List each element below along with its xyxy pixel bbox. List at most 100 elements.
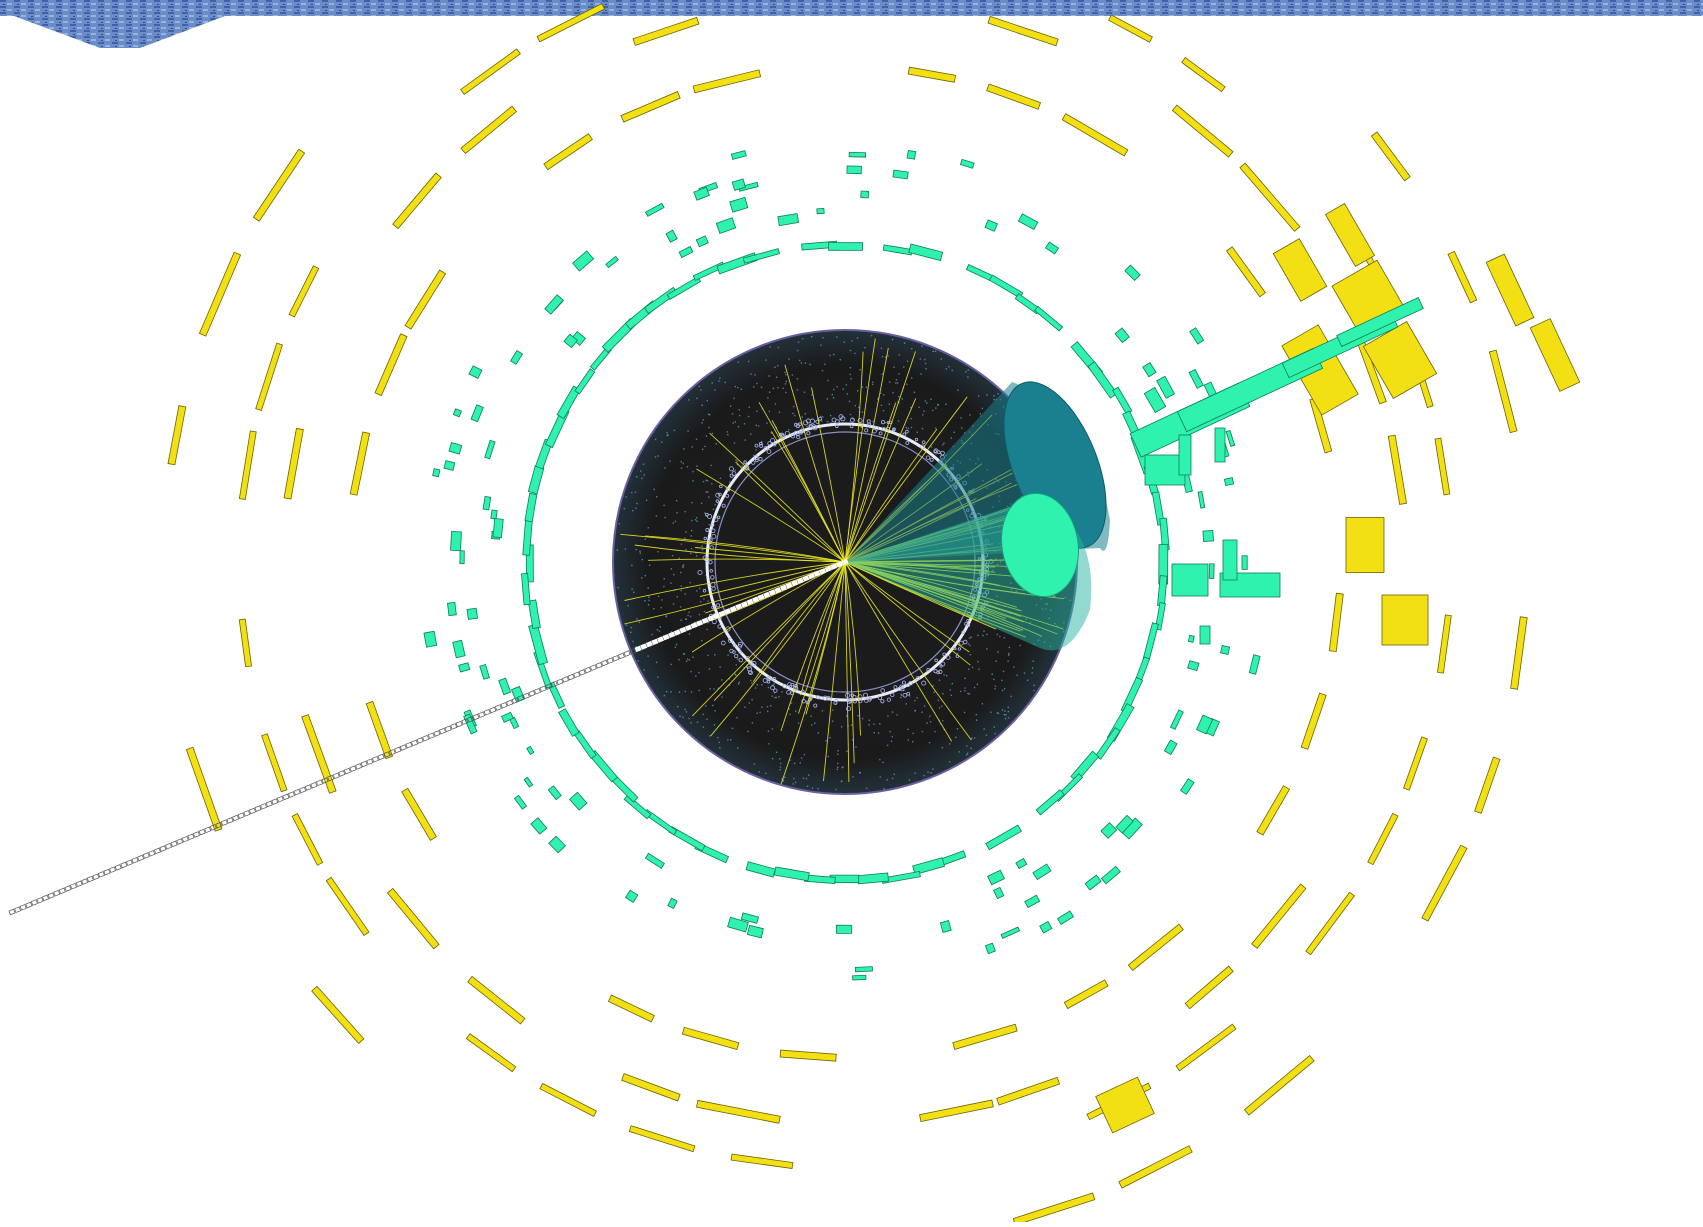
muon-chamber	[1510, 616, 1528, 690]
met-segment	[399, 744, 407, 751]
muon-chamber	[404, 269, 447, 330]
tracker-hit	[854, 405, 856, 407]
tracker-hit	[780, 762, 782, 765]
tracker-hit	[680, 619, 682, 621]
pixel-cluster	[703, 536, 707, 541]
calo-tower	[1336, 297, 1424, 347]
hcal-cell	[423, 630, 438, 648]
tracker-hit	[690, 722, 692, 724]
tracker-hit	[784, 776, 786, 778]
tracker-hit	[688, 717, 690, 720]
tracker-hit	[695, 438, 698, 440]
tracker-hit	[788, 429, 790, 431]
calo-cell	[1087, 361, 1118, 399]
pixel-cluster	[794, 430, 799, 435]
tracker-hit	[782, 779, 785, 781]
pixel-cluster	[940, 450, 945, 456]
met-segment	[668, 631, 676, 639]
tracker-hit	[886, 744, 889, 746]
tracker-hit	[703, 610, 706, 613]
muon-chamber	[996, 1076, 1061, 1106]
tracker-hit	[883, 394, 885, 396]
muon-chamber	[252, 148, 306, 222]
tracker-hit	[968, 637, 971, 639]
tracker-hit	[696, 517, 698, 519]
tracker-hit	[654, 456, 657, 458]
muon-energy-block	[1324, 202, 1376, 268]
muon-chamber	[1239, 162, 1301, 232]
tracker-hit	[921, 730, 924, 733]
tracker-hit	[914, 709, 916, 712]
tracker-hit	[897, 400, 899, 403]
tracker-hit	[921, 427, 924, 430]
hcal-cell	[852, 974, 867, 981]
muon-chamber	[238, 430, 257, 500]
tracker-hit	[684, 510, 686, 513]
tracker-hit	[658, 630, 661, 632]
tracker-hit	[753, 454, 755, 457]
calo-cell	[965, 264, 993, 282]
tracker-hit	[1007, 710, 1010, 713]
met-segment	[573, 671, 581, 679]
pixel-cluster	[738, 650, 742, 654]
met-segment	[371, 756, 379, 763]
hcal-cell	[443, 460, 456, 471]
tracker-hit	[680, 461, 682, 463]
met-segment	[315, 779, 324, 787]
tracker-hit	[694, 519, 697, 521]
met-segment	[97, 871, 105, 878]
met-segment	[533, 687, 542, 695]
tracker-hit	[706, 399, 708, 402]
tracker-hit	[955, 736, 957, 738]
tracker-hit	[690, 535, 692, 537]
tracker-hit	[997, 651, 999, 653]
pixel-cluster	[732, 650, 736, 654]
tracker-hit	[761, 684, 763, 686]
muon-chamber	[1225, 246, 1267, 298]
tracker-hit	[986, 633, 988, 636]
pixel-cluster	[826, 695, 831, 701]
tracker-hit	[845, 384, 848, 386]
tracker-hit	[680, 589, 682, 592]
pixel-cluster	[957, 647, 962, 651]
tracker-hit	[868, 724, 870, 726]
tracker-hit	[630, 626, 633, 629]
tracker-hit	[689, 581, 691, 584]
tracker-hit	[707, 600, 709, 602]
tracker-hit	[843, 341, 845, 343]
tracker-hit	[960, 417, 962, 419]
tracker-hit	[833, 388, 835, 391]
tracker-hit	[666, 432, 668, 434]
tracker-hit	[719, 747, 721, 749]
tracker-hit	[898, 396, 900, 398]
hcal-cell	[1187, 634, 1195, 643]
tracker-hit	[736, 658, 739, 660]
tracker-hit	[754, 374, 756, 376]
hcal-cell	[450, 531, 462, 552]
tracker-hit	[956, 728, 959, 730]
tracker-hit	[700, 601, 702, 603]
tracker-hit	[977, 661, 979, 663]
met-segment	[433, 730, 441, 737]
tracker-hit	[848, 400, 851, 403]
tracker-hit	[870, 334, 873, 337]
muon-chamber	[288, 265, 320, 318]
tracker-hit	[913, 391, 916, 393]
tracker-hit	[963, 711, 966, 714]
met-segment	[550, 680, 558, 688]
tracker-hit	[945, 403, 947, 405]
tracker-hit	[866, 787, 868, 789]
tracker-hit	[932, 409, 934, 412]
muon-chamber	[696, 1099, 781, 1124]
pixel-cluster	[877, 695, 883, 701]
met-segment	[623, 650, 631, 657]
tracker-hit	[670, 663, 672, 666]
hcal-cell	[848, 151, 867, 158]
met-segment	[500, 702, 508, 709]
tracker-hit	[918, 406, 920, 408]
hcal-cell	[448, 442, 463, 455]
tracker-hit	[702, 713, 704, 716]
pixel-cluster	[938, 669, 943, 674]
hcal-cell	[892, 169, 909, 180]
